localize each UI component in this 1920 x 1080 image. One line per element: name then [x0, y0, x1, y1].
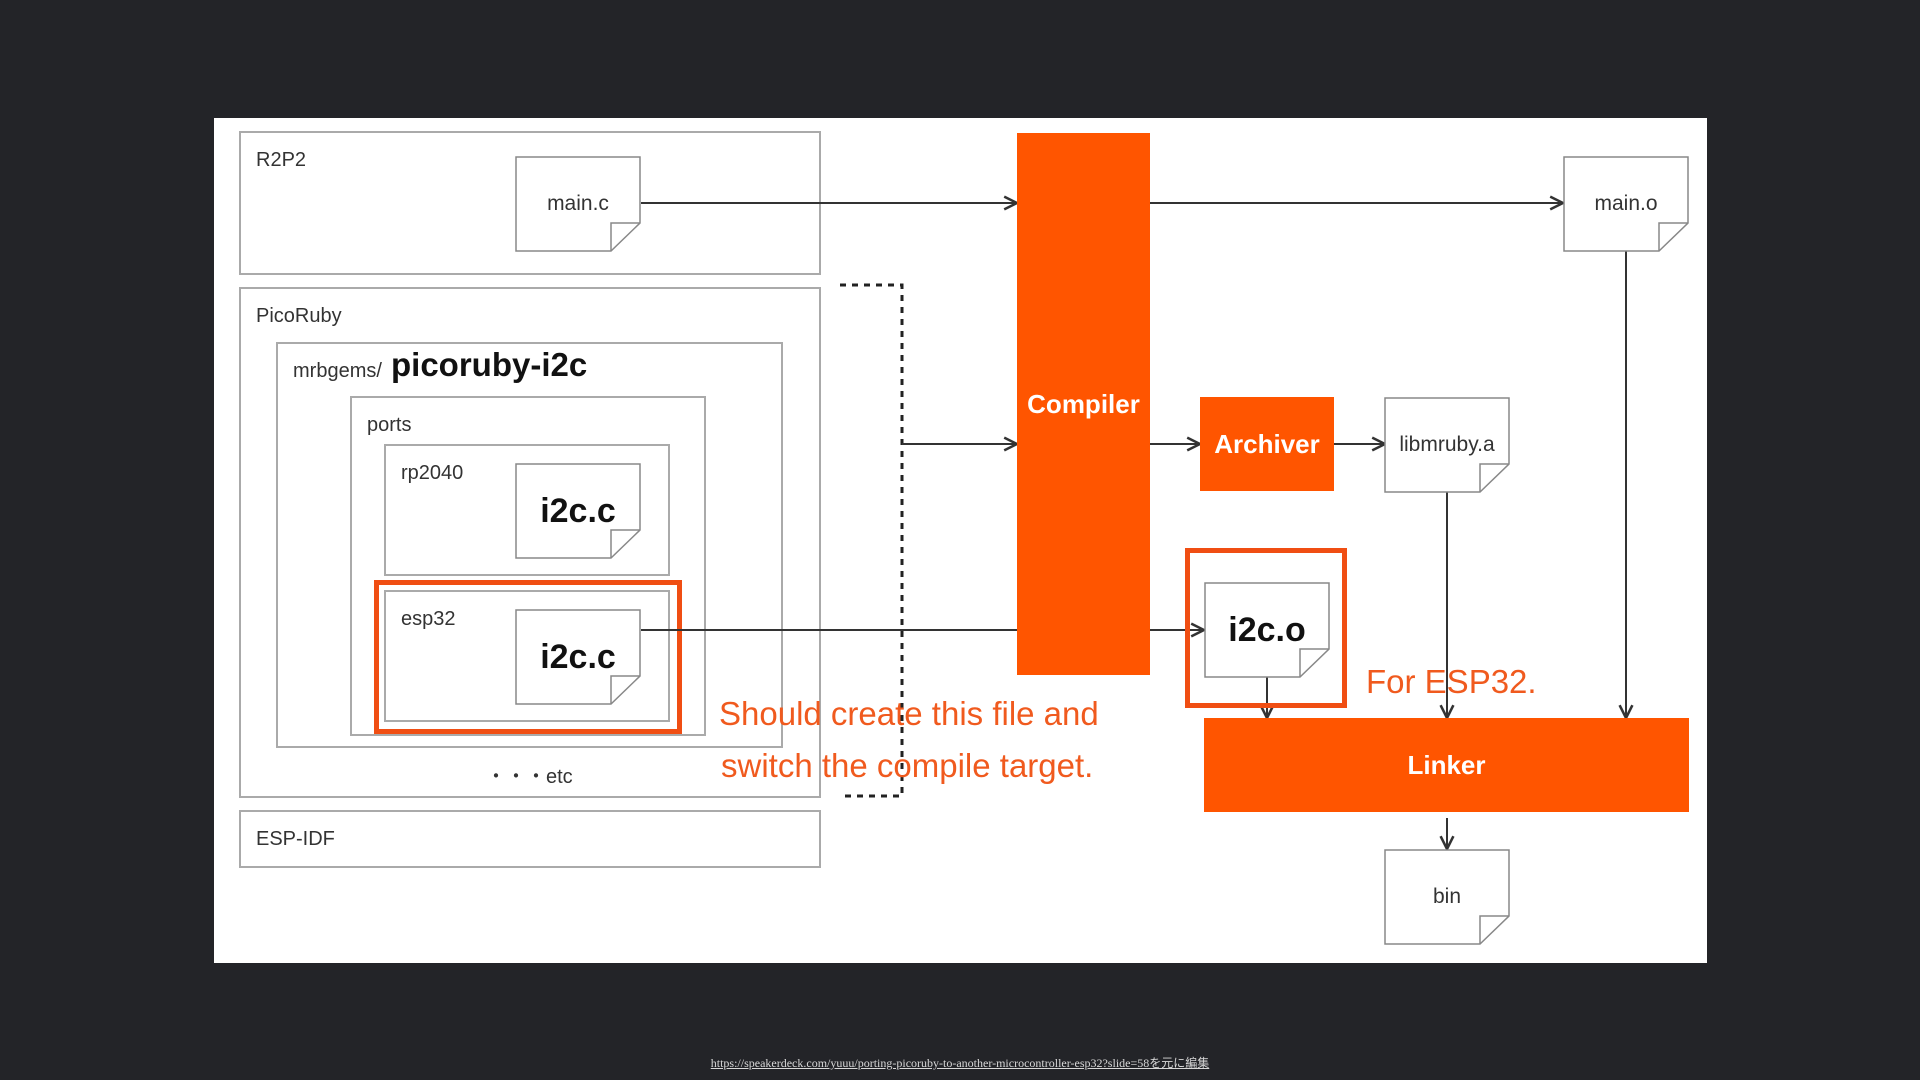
ports-container	[350, 396, 706, 736]
rp2040-container	[384, 444, 670, 576]
mrbgems-name: picoruby-i2c	[391, 346, 588, 383]
linker-box: Linker	[1204, 718, 1689, 812]
main-c-filename: main.c	[547, 192, 609, 215]
esp-idf-container	[239, 810, 821, 868]
esp32-i2c-file: i2c.c	[515, 609, 641, 705]
main-o-file: main.o	[1563, 156, 1689, 252]
i2c-o-file: i2c.o	[1204, 582, 1330, 678]
libmruby-file: libmruby.a	[1384, 397, 1510, 493]
dashed-bracket	[840, 283, 904, 798]
rp2040-label: rp2040	[401, 462, 464, 484]
note-should-create-line2: switch the compile target.	[721, 747, 1094, 784]
archiver-box: Archiver	[1200, 397, 1334, 491]
esp-idf-label: ESP-IDF	[256, 828, 335, 850]
esp32-container	[384, 590, 670, 722]
picoruby-label: PicoRuby	[256, 305, 342, 327]
etc-label: ・・・etc	[486, 766, 573, 788]
bin-filename: bin	[1432, 885, 1462, 908]
rp2040-i2c-file: i2c.c	[515, 463, 641, 559]
compiler-box: Compiler	[1017, 133, 1150, 675]
main-o-filename: main.o	[1594, 192, 1658, 215]
r2p2-label: R2P2	[256, 149, 307, 171]
main-c-file: main.c	[515, 156, 641, 252]
libmruby-filename: libmruby.a	[1399, 433, 1495, 456]
picoruby-container	[239, 287, 821, 798]
note-should-create-line1: Should create this file and	[719, 695, 1099, 732]
diagram-slide	[214, 118, 1707, 963]
mrbgems-container	[276, 342, 783, 748]
esp32-highlight-frame	[374, 580, 682, 734]
mrbgems-label: mrbgems/	[293, 360, 382, 382]
esp32-label: esp32	[401, 608, 456, 630]
note-for-esp32: For ESP32.	[1366, 663, 1537, 700]
esp32-i2c-filename: i2c.c	[540, 637, 616, 676]
i2c-o-filename: i2c.o	[1228, 610, 1306, 649]
bin-file: bin	[1384, 849, 1510, 945]
rp2040-i2c-filename: i2c.c	[540, 491, 616, 530]
ports-label: ports	[367, 414, 412, 436]
i2c-o-highlight-frame	[1185, 548, 1347, 708]
source-link[interactable]: https://speakerdeck.com/yuuu/porting-pic…	[710, 1056, 1210, 1070]
